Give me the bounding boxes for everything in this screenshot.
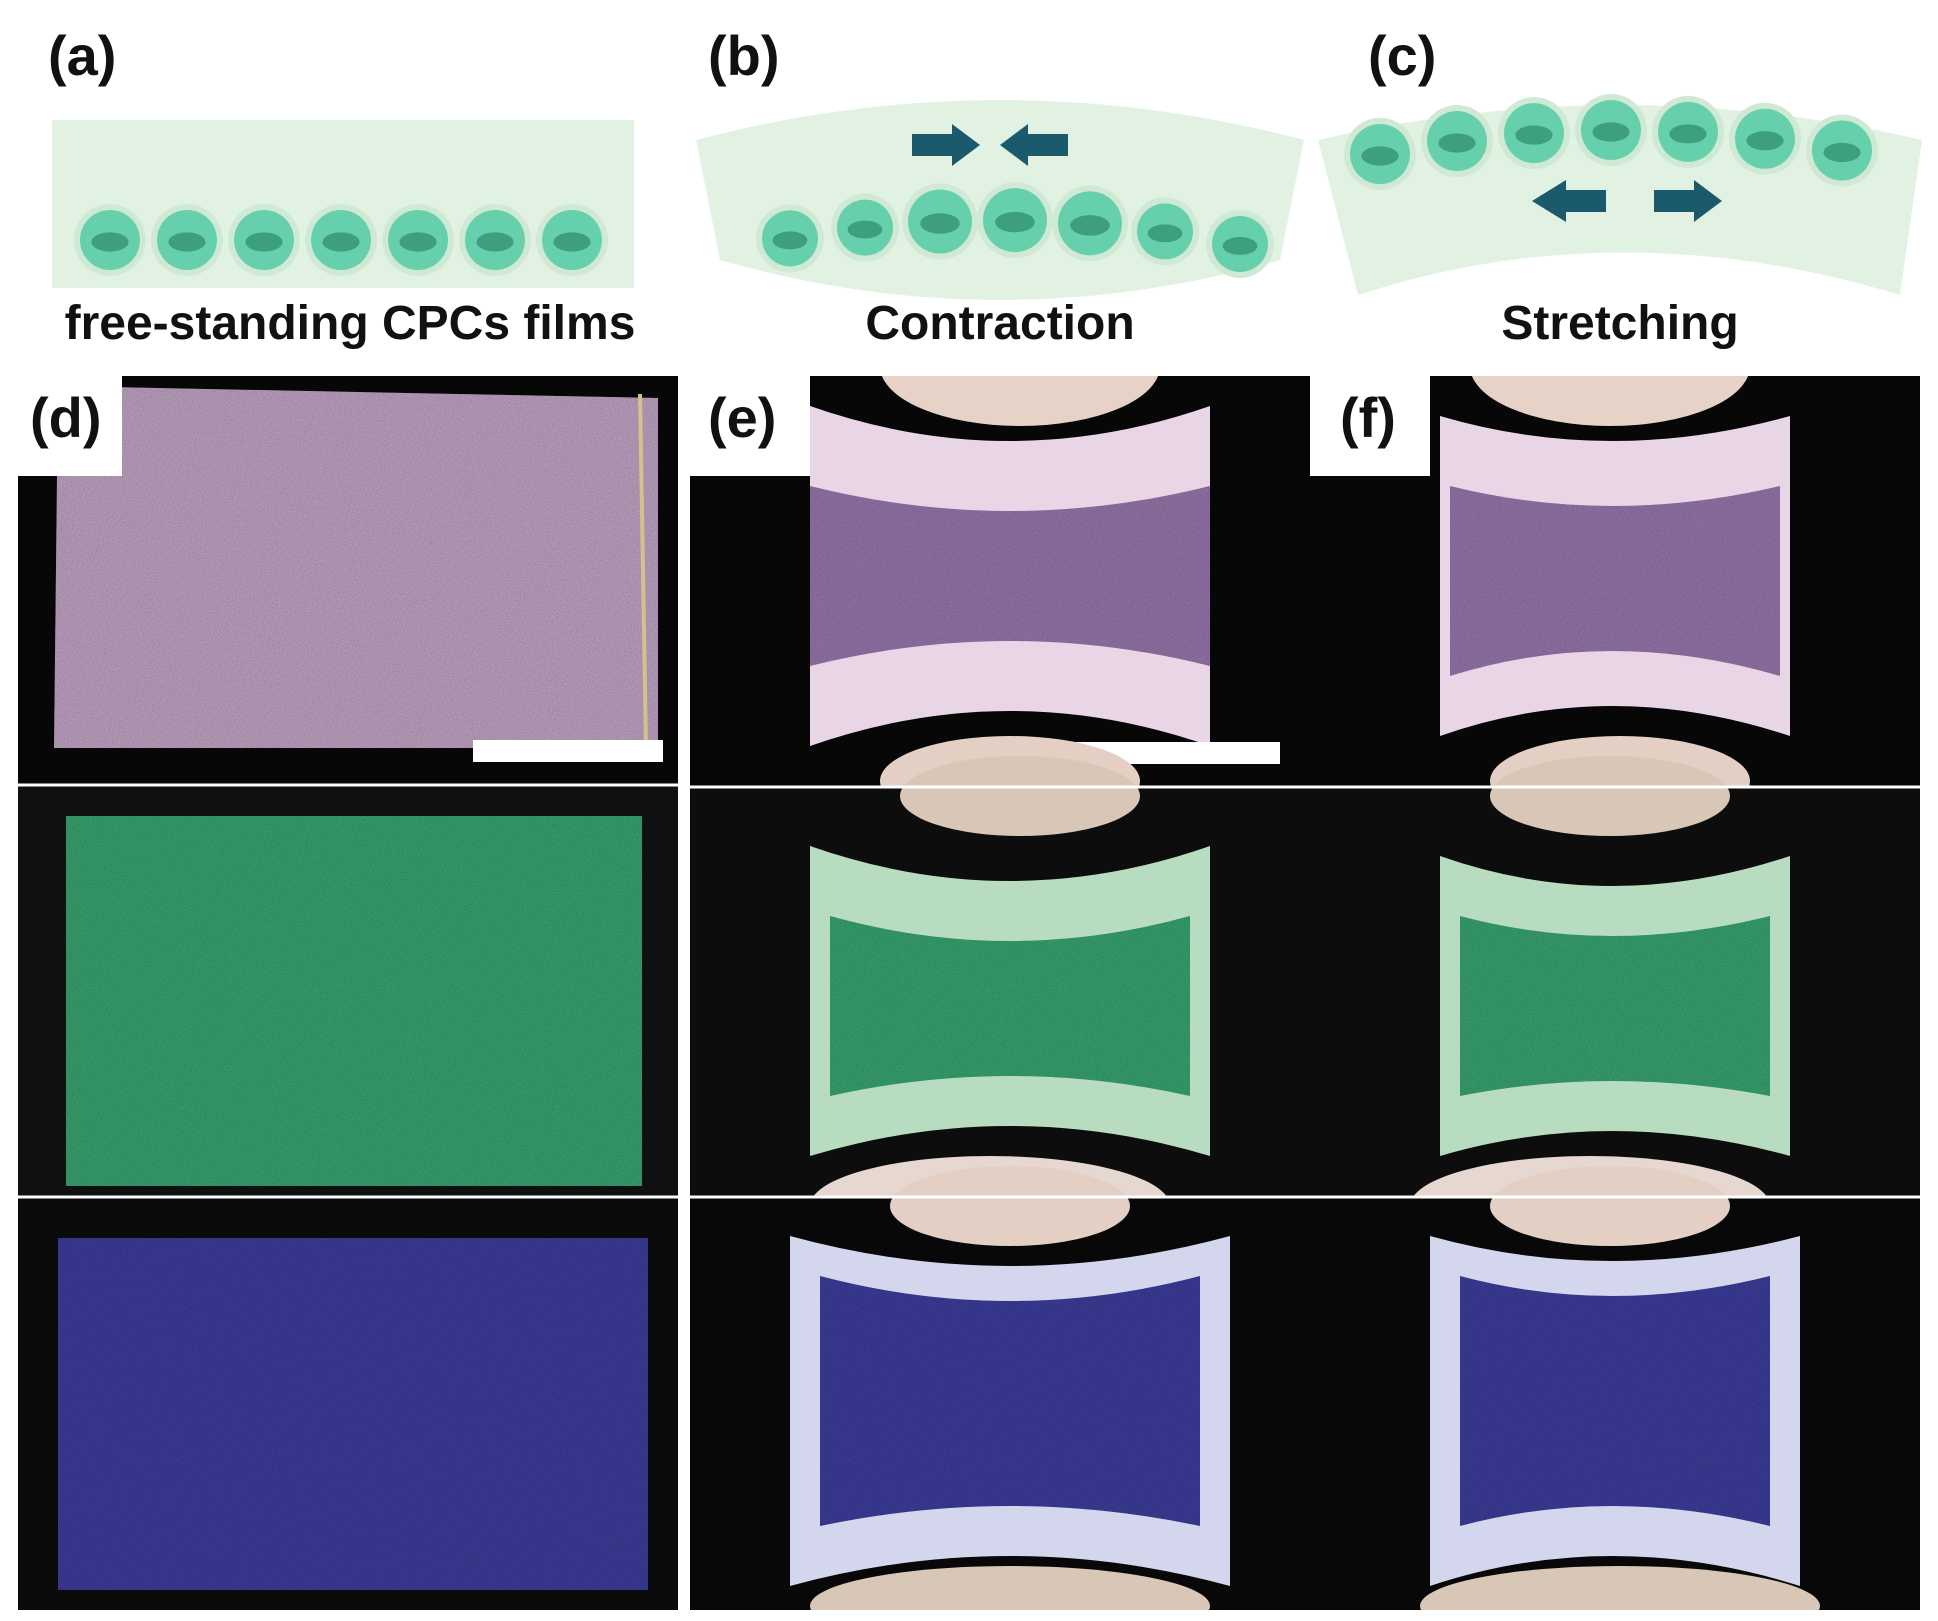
tube-photo [1460, 916, 1770, 1096]
arrow-icon [1000, 124, 1068, 166]
tube-photo [820, 1276, 1200, 1526]
label-c: (c) [1368, 24, 1437, 87]
schematic-stretching [1318, 94, 1922, 295]
arrow-icon [1654, 180, 1722, 222]
microsphere-icon [1421, 105, 1493, 178]
schematic-contraction [696, 100, 1304, 300]
microsphere-icon [459, 204, 531, 276]
tube-photo [810, 486, 1210, 666]
caption-c: Stretching [1501, 297, 1739, 350]
arrow-icon [912, 124, 980, 166]
microsphere-icon [831, 193, 899, 262]
caption-a: free-standing CPCs films [64, 297, 636, 350]
scale-bar [473, 740, 663, 762]
microsphere-icon [1729, 102, 1801, 175]
photo-panel-d [18, 376, 678, 1610]
tube-photo [1460, 1276, 1770, 1526]
microsphere-icon [305, 204, 377, 276]
label-a: (a) [48, 24, 117, 87]
film-photo [66, 816, 642, 1186]
microsphere-icon [902, 183, 978, 260]
photo-panel-e [690, 376, 1310, 1610]
tube-photo [830, 916, 1190, 1096]
microsphere-icon [536, 204, 608, 276]
label-e: (e) [708, 386, 777, 449]
microsphere-icon [1575, 94, 1647, 167]
film-photo [58, 1238, 648, 1590]
microsphere-icon [1344, 117, 1416, 190]
schematic-flat-film [52, 120, 634, 288]
microsphere-icon [228, 204, 300, 276]
microsphere-icon [151, 204, 223, 276]
label-d: (d) [30, 386, 102, 449]
film-photo [54, 386, 658, 748]
microsphere-icon [756, 204, 824, 273]
microsphere-row [756, 182, 1274, 278]
microsphere-icon [1806, 114, 1878, 187]
label-b: (b) [708, 24, 780, 87]
microsphere-icon [1131, 197, 1199, 266]
tube-photo [1450, 486, 1780, 676]
microsphere-icon [1206, 209, 1274, 278]
microsphere-row [74, 204, 608, 276]
microsphere-icon [382, 204, 454, 276]
arrow-icon [1532, 180, 1606, 222]
label-f: (f) [1340, 386, 1396, 449]
microsphere-icon [74, 204, 146, 276]
microsphere-icon [1498, 97, 1570, 170]
microsphere-icon [1652, 95, 1724, 168]
photo-panel-f [1310, 376, 1920, 1610]
microsphere-icon [977, 182, 1053, 259]
caption-b: Contraction [865, 297, 1135, 350]
microsphere-row [1344, 94, 1878, 190]
microsphere-icon [1052, 185, 1128, 262]
